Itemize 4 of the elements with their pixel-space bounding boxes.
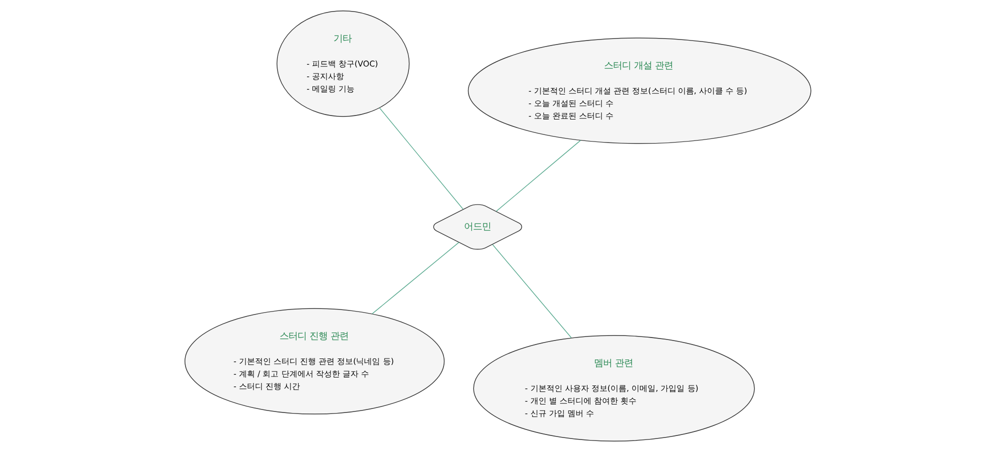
connector bbox=[496, 140, 581, 212]
connector bbox=[379, 107, 464, 210]
connector bbox=[492, 244, 572, 338]
connector bbox=[372, 242, 460, 314]
